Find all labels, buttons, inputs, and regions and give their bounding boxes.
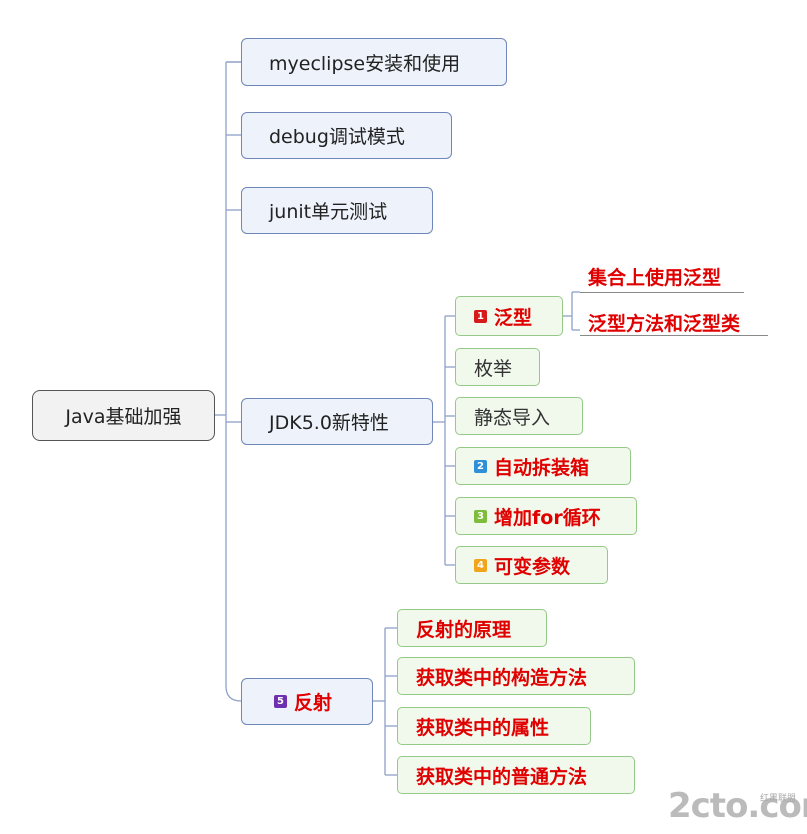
- watermark-text: 2cto.com: [668, 786, 807, 826]
- topic-generics[interactable]: 1 泛型: [455, 296, 563, 336]
- priority-3-icon: 3: [474, 509, 487, 523]
- branch-debug[interactable]: debug调试模式: [241, 112, 452, 159]
- topic-label: 泛型: [494, 306, 533, 329]
- root-label: Java基础加强: [65, 406, 182, 428]
- branch-label: junit单元测试: [269, 201, 388, 223]
- topic-reflect-principle[interactable]: 反射的原理: [397, 609, 547, 647]
- topic-get-method[interactable]: 获取类中的普通方法: [397, 756, 635, 794]
- watermark-logo: 2cto.com 红黑联盟: [668, 786, 807, 830]
- branch-reflect[interactable]: 5 反射: [241, 678, 373, 725]
- branch-label: JDK5.0新特性: [269, 412, 389, 434]
- topic-label: 获取类中的属性: [416, 716, 550, 739]
- watermark-subtext: 红黑联盟: [760, 794, 797, 804]
- topic-varargs[interactable]: 4 可变参数: [455, 546, 608, 584]
- topic-label: 自动拆装箱: [494, 456, 590, 479]
- topic-label: 可变参数: [494, 555, 571, 578]
- topic-get-field[interactable]: 获取类中的属性: [397, 707, 591, 745]
- branch-label: 反射: [294, 692, 333, 714]
- topic-label: 枚举: [474, 357, 513, 380]
- subtopic-underline: [580, 335, 768, 336]
- topic-label: 增加for循环: [494, 506, 601, 529]
- topic-foreach[interactable]: 3 增加for循环: [455, 497, 637, 535]
- topic-enum[interactable]: 枚举: [455, 348, 540, 386]
- topic-label: 静态导入: [474, 406, 551, 429]
- root-node[interactable]: Java基础加强: [32, 390, 215, 441]
- branch-junit[interactable]: junit单元测试: [241, 187, 433, 234]
- priority-1-icon: 1: [474, 309, 487, 323]
- branch-jdk5[interactable]: JDK5.0新特性: [241, 398, 433, 445]
- topic-label: 获取类中的构造方法: [416, 666, 588, 689]
- branch-label: myeclipse安装和使用: [269, 52, 461, 75]
- topic-autoboxing[interactable]: 2 自动拆装箱: [455, 447, 631, 485]
- topic-label: 获取类中的普通方法: [416, 765, 588, 788]
- subtopic-collection-generics[interactable]: 集合上使用泛型: [588, 267, 722, 289]
- priority-5-icon: 5: [274, 695, 287, 708]
- topic-get-constructor[interactable]: 获取类中的构造方法: [397, 657, 635, 695]
- priority-2-icon: 2: [474, 459, 487, 473]
- branch-myeclipse[interactable]: myeclipse安装和使用: [241, 38, 507, 86]
- subtopic-underline: [580, 292, 744, 293]
- topic-label: 反射的原理: [416, 618, 512, 641]
- priority-4-icon: 4: [474, 558, 487, 572]
- topic-static-import[interactable]: 静态导入: [455, 397, 583, 435]
- subtopic-generic-methods[interactable]: 泛型方法和泛型类: [588, 313, 741, 335]
- branch-label: debug调试模式: [269, 126, 405, 148]
